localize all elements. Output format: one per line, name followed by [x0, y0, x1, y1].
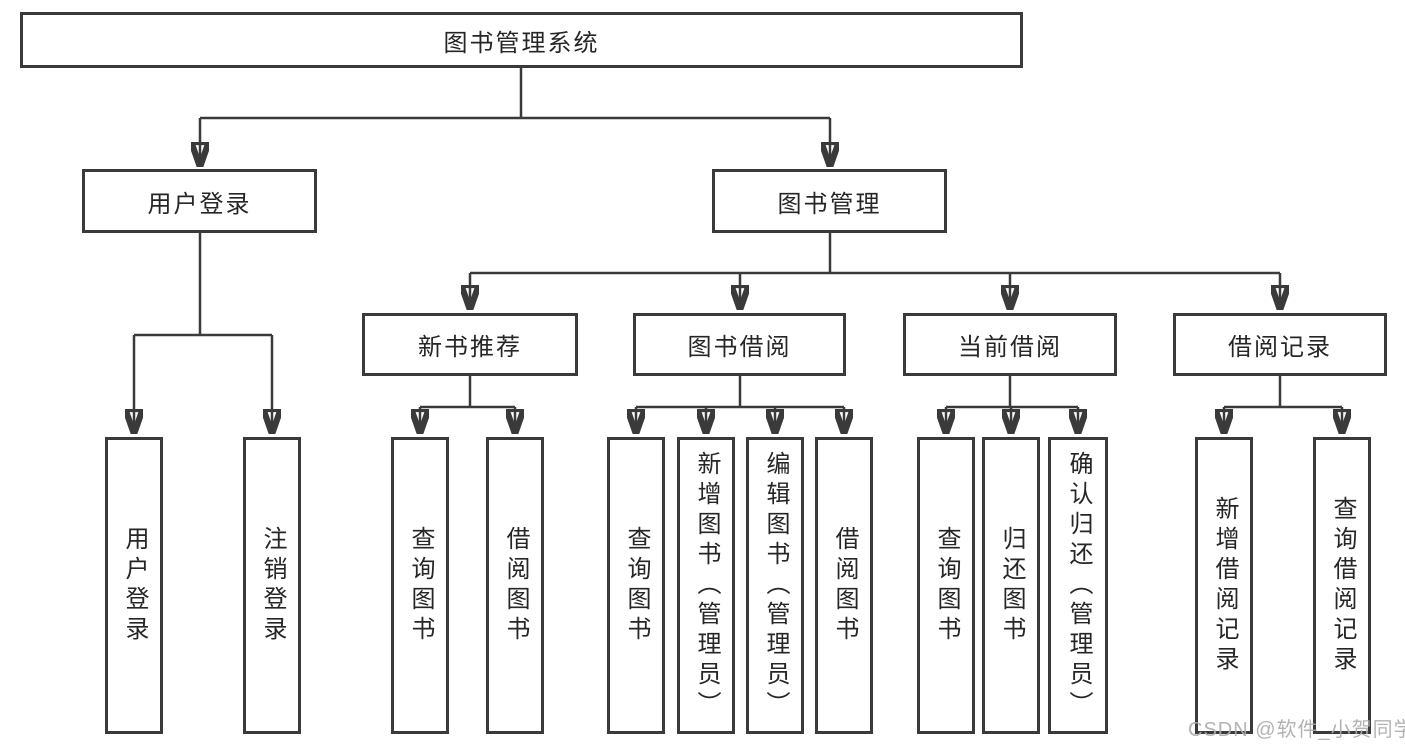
leaf-bb-add-books-admin-label: 新增图书（管理员） [693, 450, 720, 721]
leaf-logout: 注销登录 [243, 437, 301, 734]
leaf-rec-borrow-books-label: 借阅图书 [502, 525, 529, 646]
leaf-bb-query-books: 查询图书 [607, 437, 665, 734]
leaf-bb-edit-books-admin: 编辑图书（管理员） [746, 437, 804, 734]
leaf-br-add-record-label: 新增借阅记录 [1211, 495, 1238, 676]
node-current-borrow-label: 当前借阅 [958, 334, 1062, 361]
node-current-borrow: 当前借阅 [903, 313, 1117, 376]
leaf-br-query-record: 查询借阅记录 [1313, 437, 1371, 734]
leaf-cb-return-books: 归还图书 [982, 437, 1040, 734]
node-new-book-rec-label: 新书推荐 [418, 334, 522, 361]
node-book-borrow: 图书借阅 [633, 313, 846, 376]
node-book-borrow-label: 图书借阅 [687, 334, 792, 361]
leaf-cb-query-books-label: 查询图书 [933, 525, 960, 646]
leaf-bb-borrow-books-label: 借阅图书 [831, 525, 858, 646]
leaf-cb-confirm-return-admin: 确认归还（管理员） [1048, 437, 1108, 734]
leaf-bb-edit-books-admin-label: 编辑图书（管理员） [762, 450, 789, 721]
node-root-label: 图书管理系统 [443, 29, 600, 57]
leaf-cb-return-books-label: 归还图书 [998, 525, 1025, 646]
leaf-rec-borrow-books: 借阅图书 [486, 437, 544, 734]
node-book-mgmt: 图书管理 [712, 169, 947, 233]
node-user-login: 用户登录 [82, 169, 317, 233]
leaf-rec-query-books: 查询图书 [391, 437, 449, 734]
node-user-login-label: 用户登录 [147, 190, 252, 218]
node-borrow-record: 借阅记录 [1173, 313, 1387, 376]
leaf-bb-borrow-books: 借阅图书 [815, 437, 873, 734]
leaf-user-login-label: 用户登录 [121, 525, 148, 646]
leaf-cb-confirm-return-admin-label: 确认归还（管理员） [1065, 450, 1092, 721]
node-borrow-record-label: 借阅记录 [1228, 334, 1332, 361]
node-book-mgmt-label: 图书管理 [777, 190, 882, 218]
leaf-br-query-record-label: 查询借阅记录 [1329, 495, 1356, 676]
node-new-book-rec: 新书推荐 [362, 313, 578, 376]
leaf-logout-label: 注销登录 [259, 525, 286, 646]
leaf-bb-add-books-admin: 新增图书（管理员） [677, 437, 735, 734]
watermark: CSDN @软件_小贺同学 [1188, 719, 1405, 741]
leaf-bb-query-books-label: 查询图书 [623, 525, 650, 646]
leaf-user-login: 用户登录 [105, 437, 163, 734]
leaf-cb-query-books: 查询图书 [917, 437, 975, 734]
leaf-br-add-record: 新增借阅记录 [1195, 437, 1253, 734]
leaf-rec-query-books-label: 查询图书 [407, 525, 434, 646]
node-root: 图书管理系统 [20, 12, 1023, 68]
